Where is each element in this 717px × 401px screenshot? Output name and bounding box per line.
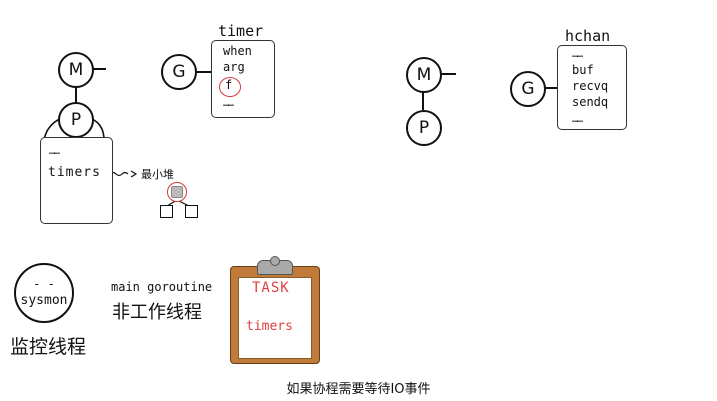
video-subtitle: 如果协程需要等待IO事件 xyxy=(286,382,431,397)
clipboard-task-title: TASK xyxy=(252,280,290,296)
p-local-box: …… timers xyxy=(40,137,113,224)
m-thread-circle-right: M xyxy=(406,57,442,93)
p-label: P xyxy=(70,110,82,130)
m-label: M xyxy=(68,60,84,80)
hchan-field-buf: buf xyxy=(572,63,594,77)
g-goroutine-circle-right: G xyxy=(510,71,546,107)
m-thread-circle-left: M xyxy=(58,52,94,88)
min-heap-label: 最小堆 xyxy=(141,168,174,181)
clipboard-task-item: timers xyxy=(246,319,293,334)
heap-right-node xyxy=(185,205,198,218)
g-label: G xyxy=(172,62,186,82)
p-processor-circle-right: P xyxy=(406,110,442,146)
heap-left-node xyxy=(160,205,173,218)
sysmon-caption: 监控线程 xyxy=(10,336,87,358)
timer-field-f-highlight xyxy=(219,77,241,97)
timer-struct-box: when arg f …… xyxy=(211,40,275,118)
g-goroutine-circle-left: G xyxy=(161,54,197,90)
timer-field-f: f xyxy=(225,78,233,92)
p-label-right: P xyxy=(418,118,430,138)
hchan-struct-title: hchan xyxy=(565,27,611,45)
clipboard-paper xyxy=(238,277,312,359)
sysmon-face: - - xyxy=(33,277,55,291)
timer-field-when: when xyxy=(223,44,252,58)
g-label-right: G xyxy=(521,79,535,99)
hchan-field-sendq: sendq xyxy=(572,95,609,109)
hchan-field-recvq: recvq xyxy=(572,79,609,93)
main-goroutine-label: main goroutine xyxy=(111,280,213,294)
m-label-right: M xyxy=(416,65,432,85)
sysmon-label: sysmon xyxy=(20,293,68,308)
arrow-head xyxy=(130,170,138,178)
clipboard-clip-hole xyxy=(270,256,280,266)
timer-field-dots: …… xyxy=(223,98,234,109)
hchan-struct-box: …… buf recvq sendq …… xyxy=(557,45,627,130)
p-box-dots: …… xyxy=(49,146,60,157)
hchan-field-dots-bottom: …… xyxy=(572,114,583,125)
p-processor-circle-left: P xyxy=(58,102,94,138)
task-clipboard: TASK timers xyxy=(230,256,320,364)
p-box-timers-label: timers xyxy=(48,165,101,180)
timer-field-arg: arg xyxy=(223,60,245,74)
heap-root-node xyxy=(167,182,187,202)
timer-struct-title: timer xyxy=(218,22,264,40)
sysmon-circle: - - sysmon xyxy=(14,263,74,323)
hchan-field-dots-top: …… xyxy=(572,49,583,60)
main-goroutine-caption: 非工作线程 xyxy=(112,302,202,323)
